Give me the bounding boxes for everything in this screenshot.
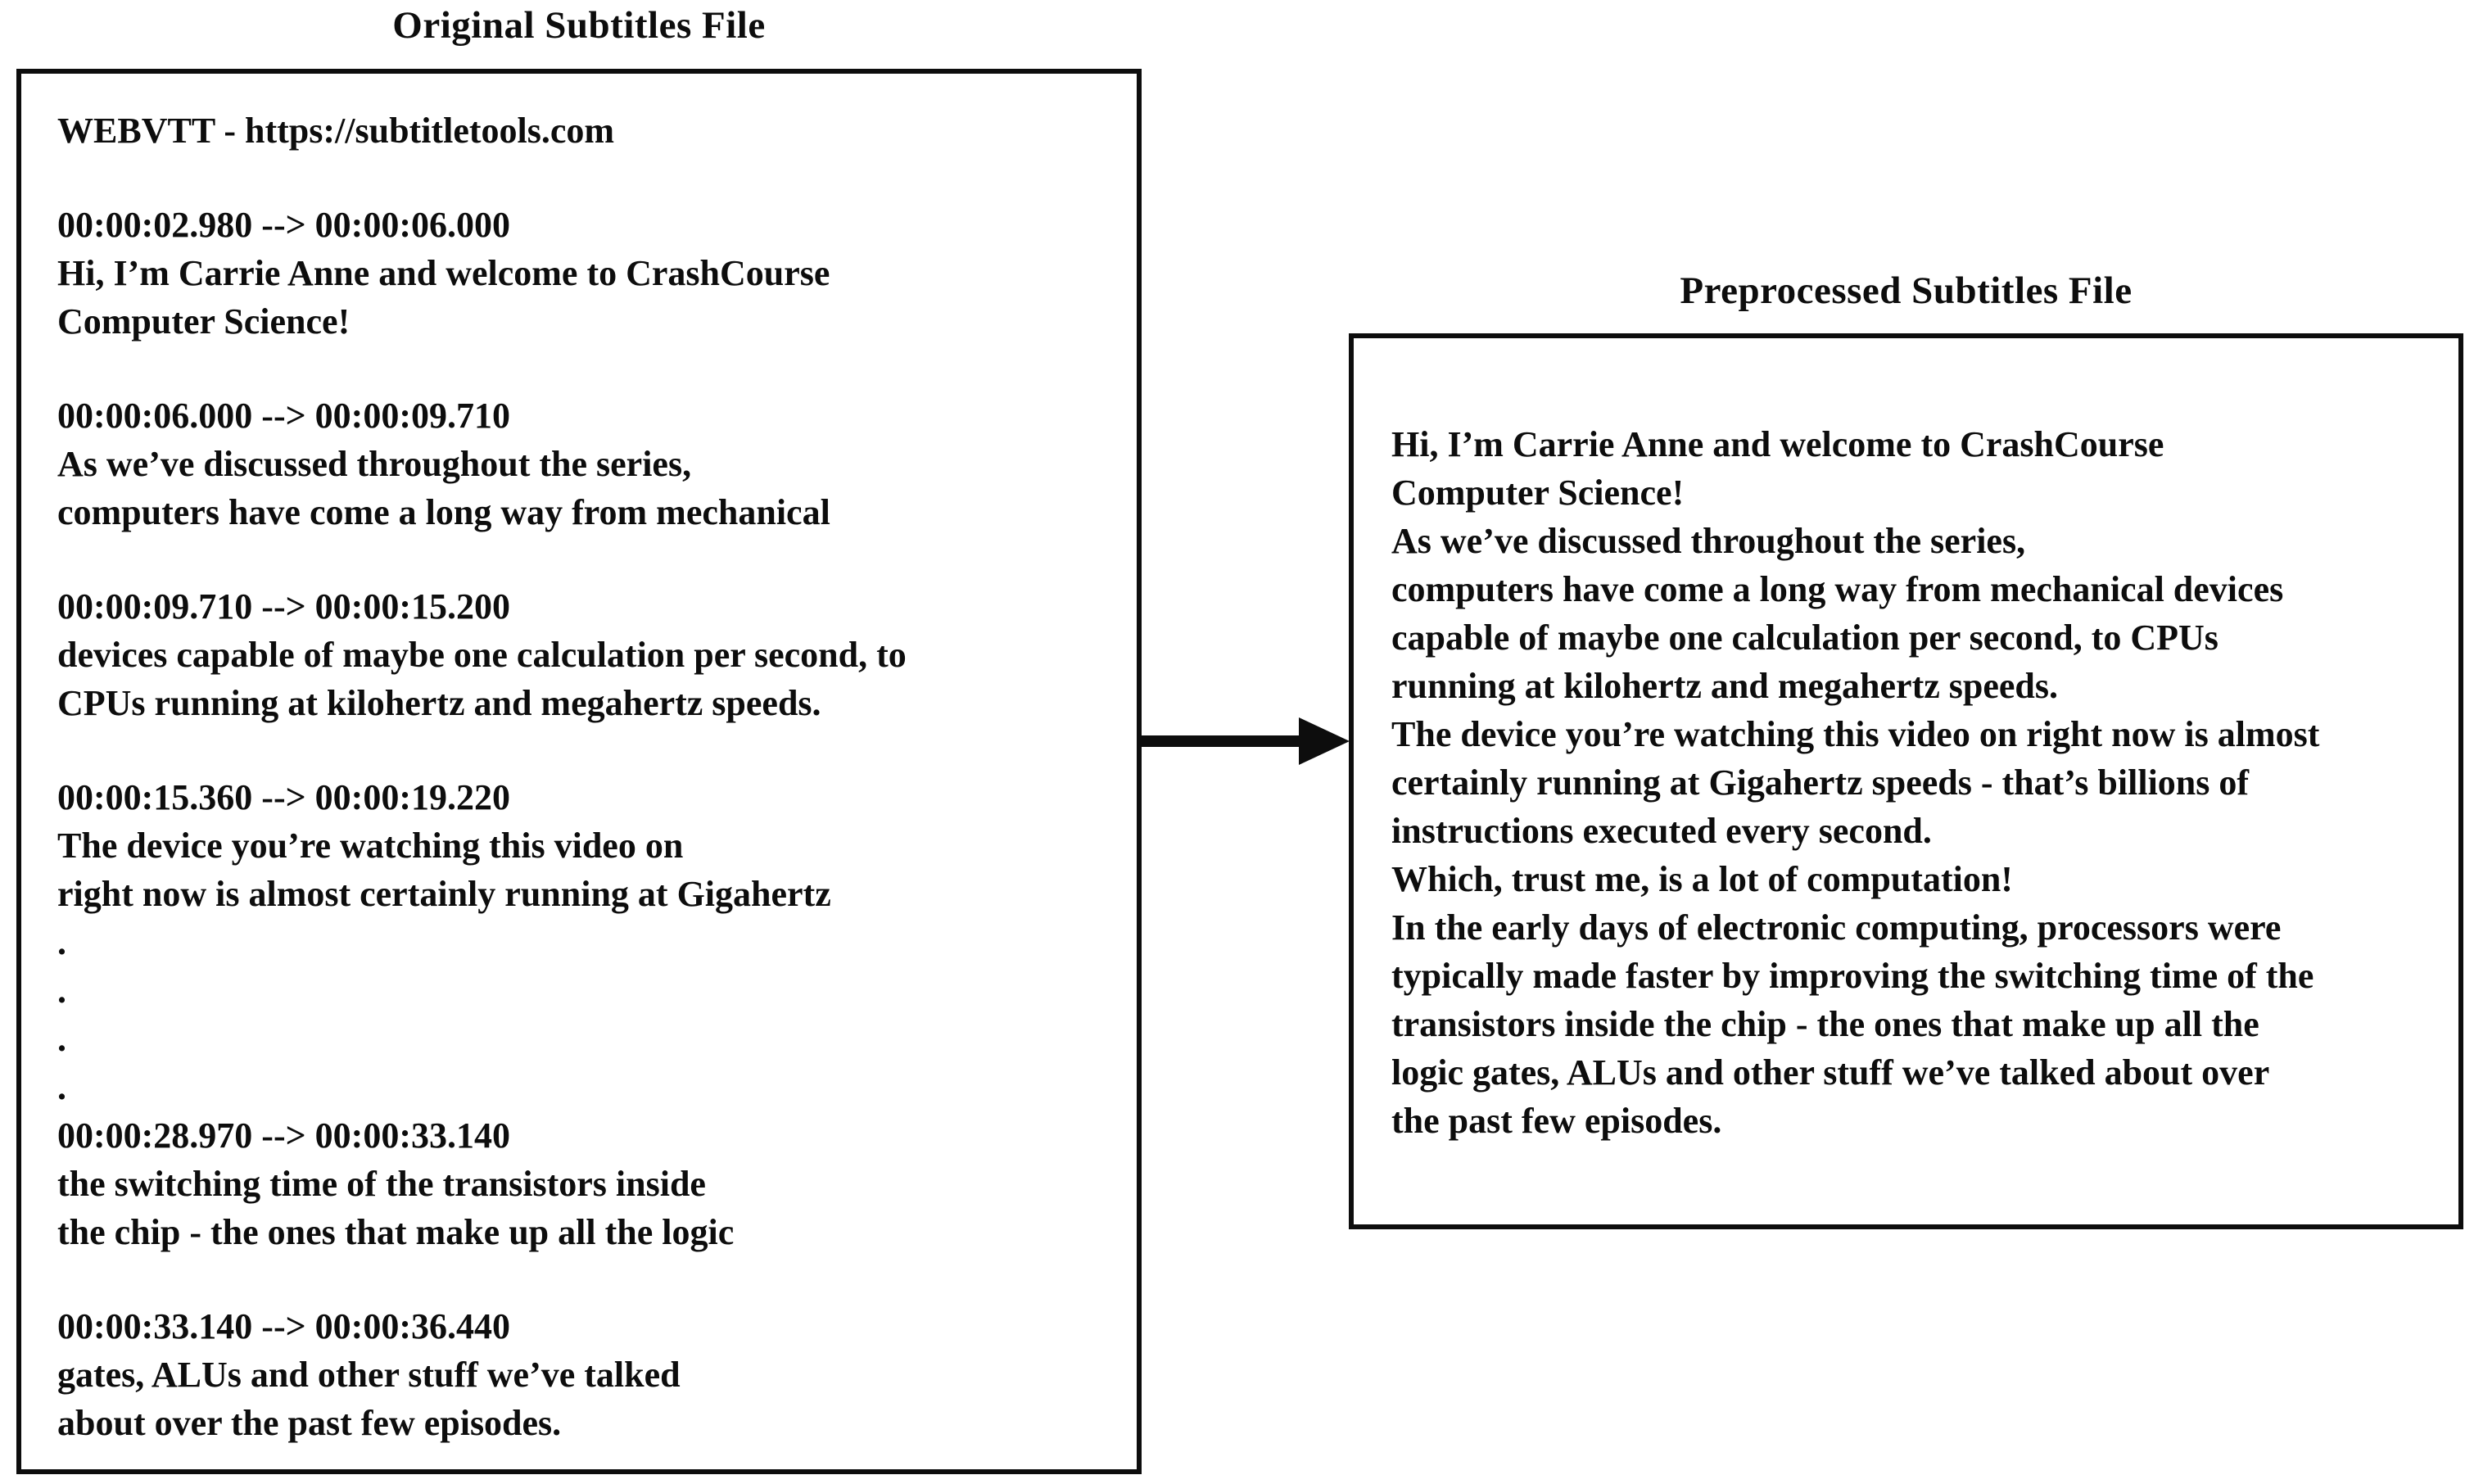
cue-text-line: about over the past few episodes. [57,1403,562,1443]
subtitle-cue: 00:00:28.970 --> 00:00:33.140 the switch… [57,1111,1112,1256]
cue-text-line: gates, ALUs and other stuff we’ve talked [57,1355,681,1395]
preprocessed-text-line: instructions executed every second. [1391,811,1932,851]
transform-arrow-icon [1140,713,1351,770]
original-subtitles-title: Original Subtitles File [392,4,766,47]
arrow-shaft [1140,735,1300,747]
cue-timestamp: 00:00:15.360 --> 00:00:19.220 [57,777,510,817]
cue-text-line: As we’ve discussed throughout the series… [57,444,692,484]
subtitle-cue: 00:00:15.360 --> 00:00:19.220 The device… [57,773,1112,918]
ellipsis-dot: . [57,922,66,962]
preprocessed-text-line: computers have come a long way from mech… [1391,569,2284,609]
cue-text-line: right now is almost certainly running at… [57,874,831,914]
cue-text-line: the switching time of the transistors in… [57,1164,706,1204]
subtitle-cue: 00:00:33.140 --> 00:00:36.440 gates, ALU… [57,1302,1112,1447]
subtitle-cue: 00:00:02.980 --> 00:00:06.000 Hi, I’m Ca… [57,201,1112,346]
preprocessed-text-line: Computer Science! [1391,473,1685,513]
cue-timestamp: 00:00:02.980 --> 00:00:06.000 [57,205,510,245]
arrow-head [1299,717,1350,765]
preprocessed-subtitles-box: Hi, I’m Carrie Anne and welcome to Crash… [1349,333,2463,1229]
cue-text-line: computers have come a long way from mech… [57,492,830,532]
cue-timestamp: 00:00:33.140 --> 00:00:36.440 [57,1306,510,1346]
preprocessed-text-line: Which, trust me, is a lot of computation… [1391,859,2013,899]
preprocessed-text-line: typically made faster by improving the s… [1391,956,2314,996]
cue-timestamp: 00:00:09.710 --> 00:00:15.200 [57,586,510,627]
cue-timestamp: 00:00:06.000 --> 00:00:09.710 [57,396,510,436]
preprocessed-text-line: capable of maybe one calculation per sec… [1391,618,2218,658]
preprocessed-text-line: As we’ve discussed throughout the series… [1391,521,2026,561]
subtitle-cue: 00:00:06.000 --> 00:00:09.710 As we’ve d… [57,391,1112,536]
preprocessed-text-line: The device you’re watching this video on… [1391,714,2320,754]
cue-timestamp: 00:00:28.970 --> 00:00:33.140 [57,1115,510,1156]
cue-text-line: CPUs running at kilohertz and megahertz … [57,683,821,723]
cue-text-line: Computer Science! [57,301,351,342]
preprocessed-text-line: Hi, I’m Carrie Anne and welcome to Crash… [1391,424,2164,464]
webvtt-header: WEBVTT - https://subtitletools.com [57,111,615,151]
cue-text-line: devices capable of maybe one calculation… [57,635,907,675]
preprocessed-text-line: certainly running at Gigahertz speeds - … [1391,762,2250,803]
preprocessed-subtitles-title: Preprocessed Subtitles File [1680,269,2133,312]
ellipsis-dot: . [57,970,66,1011]
preprocessed-text-line: In the early days of electronic computin… [1391,907,2282,948]
preprocessed-text-line: logic gates, ALUs and other stuff we’ve … [1391,1052,2270,1093]
cue-text-line: the chip - the ones that make up all the… [57,1212,735,1252]
ellipsis-dot: . [57,1019,66,1059]
subtitle-cue: 00:00:09.710 --> 00:00:15.200 devices ca… [57,582,1112,727]
original-subtitles-box: WEBVTT - https://subtitletools.com 00:00… [16,69,1142,1474]
preprocessed-text-line: transistors inside the chip - the ones t… [1391,1004,2259,1044]
ellipsis-omission: . . . . [57,918,1112,1111]
ellipsis-dot: . [57,1067,66,1107]
cue-text-line: Hi, I’m Carrie Anne and welcome to Crash… [57,253,830,293]
preprocessed-text-line: the past few episodes. [1391,1101,1722,1141]
cue-text-line: The device you’re watching this video on [57,826,684,866]
preprocessed-text-line: running at kilohertz and megahertz speed… [1391,666,2058,706]
